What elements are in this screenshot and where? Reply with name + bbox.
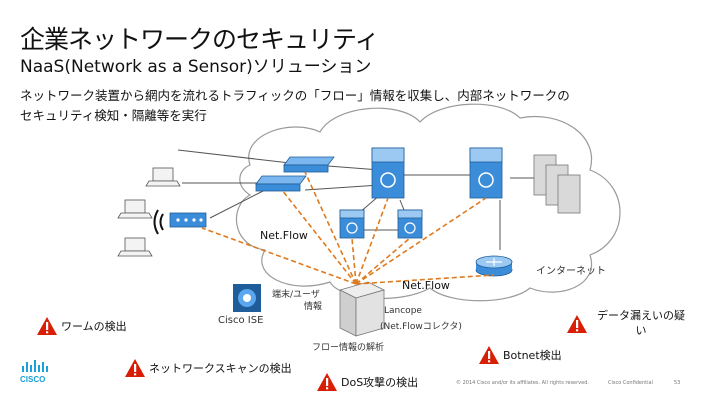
- warning-icon: [317, 373, 337, 391]
- warning-worm: ワームの検出: [36, 316, 127, 336]
- distribution-switch-icon: [339, 209, 423, 239]
- slide-description: ネットワーク装置から網内を流れるトラフィックの「フロー」情報を収集し、内部ネット…: [20, 86, 640, 126]
- description-line-2: セキュリティ検知・隔離等を実行: [20, 108, 207, 123]
- laptop-icon: [117, 167, 181, 257]
- warning-network-scan: ネットワークスキャンの検出: [124, 358, 292, 378]
- warning-icon: [479, 346, 499, 364]
- lancope-label-2: (Net.Flowコレクタ): [380, 322, 462, 332]
- server-icon: [533, 154, 581, 214]
- warning-network-scan-text: ネットワークスキャンの検出: [149, 362, 292, 375]
- footer-copyright: © 2014 Cisco and/or its affiliates. All …: [456, 380, 589, 386]
- svg-text:CISCO: CISCO: [20, 375, 45, 384]
- warning-dos-text: DoS攻撃の検出: [341, 376, 419, 389]
- terminal-user-label: 端末/ユーザ: [272, 290, 320, 300]
- warning-data-leak-text: データ漏えいの疑: [597, 309, 685, 322]
- terminal-user-label-2: 情報: [304, 302, 323, 312]
- lancope-label: Lancope: [384, 306, 422, 316]
- description-line-1: ネットワーク装置から網内を流れるトラフィックの「フロー」情報を収集し、内部ネット…: [20, 88, 570, 103]
- slide-title: 企業ネットワークのセキュリティ: [20, 25, 380, 54]
- internet-label: インターネット: [536, 266, 606, 277]
- slide-subtitle: NaaS(Network as a Sensor)ソリューション: [20, 57, 372, 77]
- cisco-logo: CISCO: [20, 360, 48, 384]
- ise-icon: [233, 284, 261, 312]
- router-icon: [475, 255, 513, 277]
- netflow-label-1: Net.Flow: [260, 229, 308, 242]
- warning-botnet-text: Botnet検出: [503, 349, 562, 362]
- ise-label: Cisco ISE: [218, 315, 264, 326]
- flow-analysis-label: フロー情報の解析: [312, 343, 385, 353]
- warning-icon: [125, 359, 145, 377]
- core-switch-icon: [371, 147, 503, 199]
- warning-botnet: Botnet検出: [478, 345, 562, 365]
- netflow-dashed-lines: [201, 171, 495, 285]
- netflow-label-2: Net.Flow: [402, 279, 450, 292]
- wireless-signal-icon: [153, 209, 164, 235]
- warning-icon: [567, 315, 587, 333]
- network-cloud: [235, 103, 621, 302]
- warning-worm-text: ワームの検出: [61, 320, 127, 333]
- warning-icon: [37, 317, 57, 335]
- warning-data-leak-text-2: い: [635, 324, 647, 337]
- footer-page-number: 53: [674, 380, 681, 386]
- warning-data-leak: データ漏えいの疑 い: [566, 308, 685, 338]
- switch-icon: [255, 156, 335, 192]
- access-point-icon: [169, 212, 207, 228]
- lancope-server-icon: [338, 281, 386, 337]
- footer-confidential: Cisco Confidential: [608, 380, 653, 386]
- warning-dos: DoS攻撃の検出: [316, 372, 418, 392]
